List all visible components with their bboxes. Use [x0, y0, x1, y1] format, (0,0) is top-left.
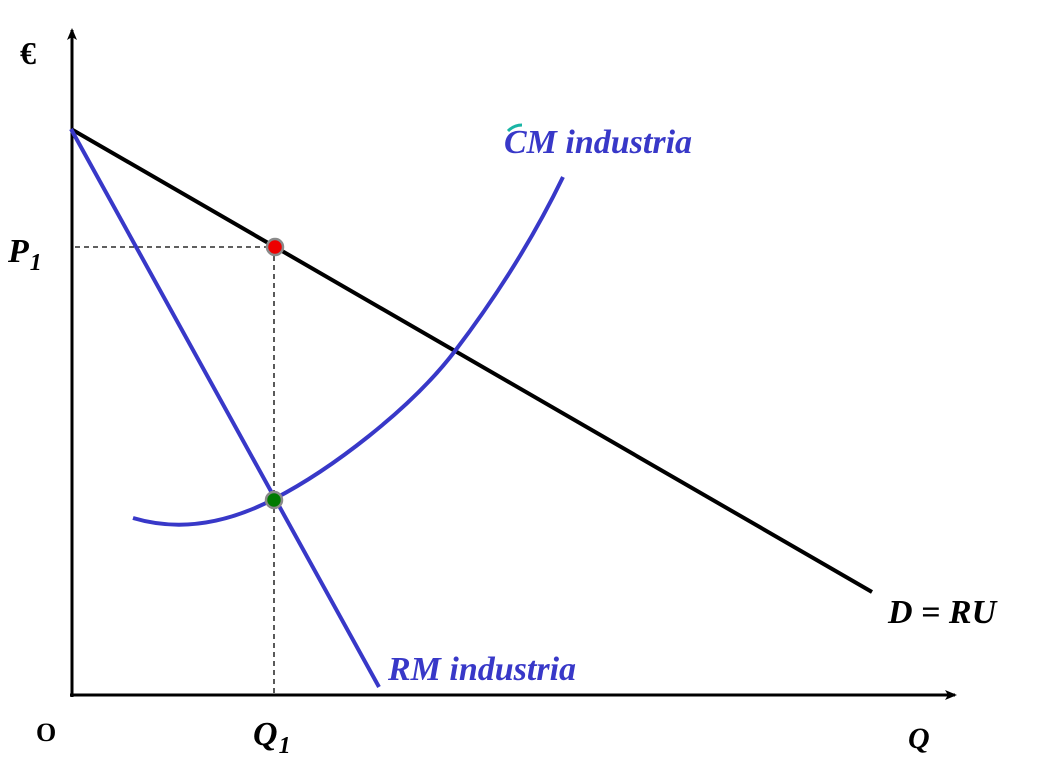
rm-curve-label: RM industria	[387, 651, 576, 688]
quantity-label-letter: Q	[253, 716, 278, 753]
mc-mr-intersection-point	[264, 490, 284, 510]
quantity-label-subscript: 1	[279, 733, 291, 759]
cm-curve-label: CM industria	[504, 124, 692, 161]
mr-curve	[69, 128, 381, 688]
mc-curve	[132, 176, 565, 527]
cm-label-accent-mark	[506, 123, 523, 133]
price-label-subscript: 1	[30, 250, 42, 276]
x-axis-label: Q	[908, 722, 930, 755]
y-axis-label: €	[20, 35, 36, 71]
quantity-label: Q1	[253, 716, 291, 759]
demand-curve	[69, 127, 874, 594]
price-label: P1	[7, 233, 42, 276]
demand-curve-label: D = RU	[887, 594, 999, 631]
origin-label: O	[36, 718, 56, 747]
price-label-letter: P	[7, 233, 29, 270]
price-point	[265, 237, 285, 257]
